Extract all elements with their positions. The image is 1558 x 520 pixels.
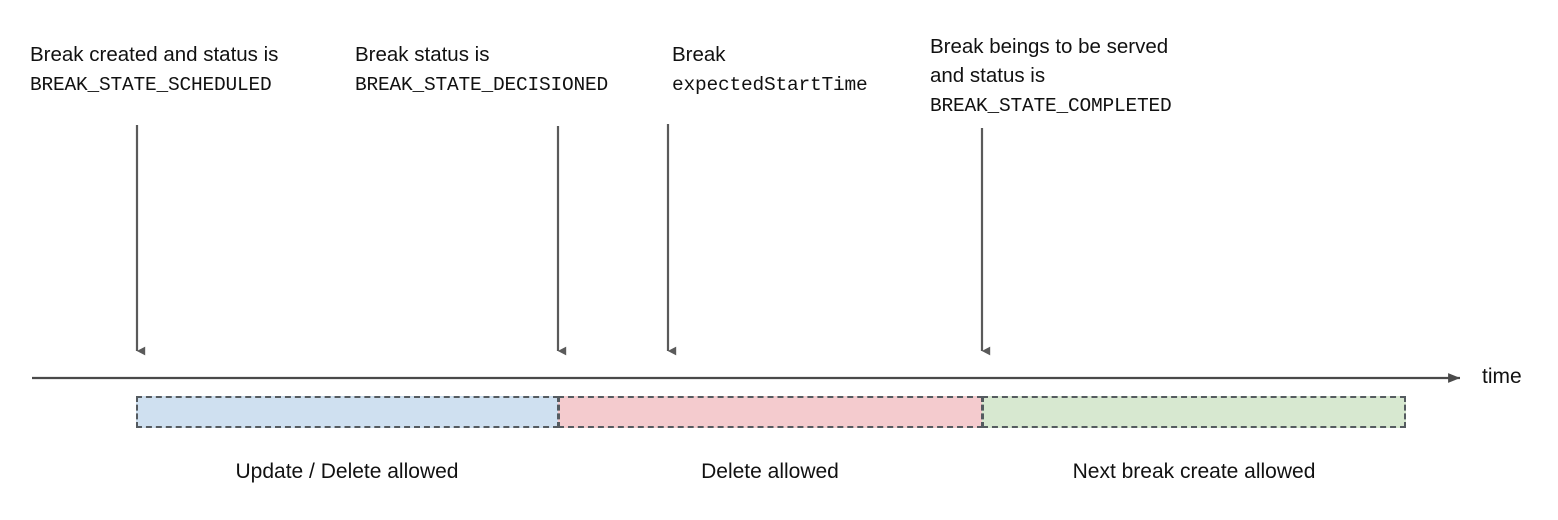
axis-label-time: time: [1482, 365, 1522, 388]
annotation-expected-start-time: Break expectedStartTime: [672, 40, 868, 100]
annotation-break-decisioned: Break status is BREAK_STATE_DECISIONED: [355, 40, 608, 100]
caption-next-break-create-allowed: Next break create allowed: [1072, 460, 1316, 483]
annotation-break-created: Break created and status is BREAK_STATE_S…: [30, 40, 278, 100]
annotation-break-completed: Break beings to be served and status is BR…: [930, 32, 1172, 121]
caption-update-delete-allowed: Update / Delete allowed: [235, 460, 459, 483]
annotation-break-created-code: BREAK_STATE_SCHEDULED: [30, 74, 272, 96]
annotation-expected-start-time-line-1: Break: [672, 43, 726, 66]
annotation-break-completed-line-1: Break beings to be served: [930, 35, 1169, 58]
annotation-break-completed-code: BREAK_STATE_COMPLETED: [930, 95, 1172, 117]
caption-delete-allowed: Delete allowed: [701, 460, 839, 483]
segment-update-delete-allowed: [136, 396, 559, 428]
segment-delete-allowed: [558, 396, 983, 428]
annotation-break-created-line-1: Break created and status is: [30, 43, 279, 66]
annotation-break-decisioned-code: BREAK_STATE_DECISIONED: [355, 74, 609, 96]
annotation-break-completed-line-2: and status is: [930, 64, 1046, 87]
segment-next-break-create-allowed: [982, 396, 1406, 428]
annotation-break-decisioned-line-1: Break status is: [355, 43, 490, 66]
annotation-expected-start-time-code: expectedStartTime: [672, 74, 868, 96]
